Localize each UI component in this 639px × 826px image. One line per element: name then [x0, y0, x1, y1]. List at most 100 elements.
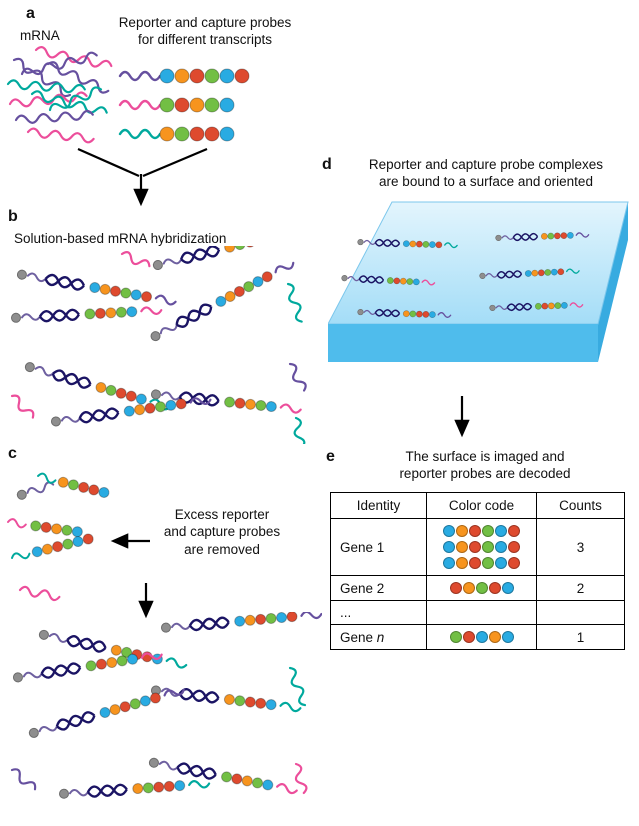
rna-squiggle	[159, 323, 178, 335]
code-dot	[501, 631, 514, 643]
reporter-bead	[141, 291, 153, 303]
capture-bead	[38, 629, 49, 640]
count-cell: 3	[536, 518, 625, 576]
reporter-bead	[142, 782, 154, 794]
dna-helix-strand	[40, 664, 82, 679]
reporter-bead	[415, 240, 423, 248]
identity-cell: Gene n	[330, 624, 427, 650]
reporter-bead	[224, 246, 236, 253]
reporter-bead	[399, 277, 407, 285]
mrna-squiggle	[18, 585, 61, 602]
count-cell: 2	[536, 575, 625, 601]
reporter-bead	[402, 310, 410, 318]
rna-squiggle	[37, 472, 57, 484]
code-dot	[449, 582, 462, 594]
capture-bead	[152, 260, 163, 271]
dna-helix-strand	[176, 764, 217, 780]
capture-bead	[150, 389, 161, 400]
reporter-bead	[234, 695, 246, 707]
code-dot	[482, 541, 494, 553]
panel-b-letter: b	[8, 208, 18, 225]
probe-complex	[10, 306, 163, 323]
reporter-bead	[547, 302, 555, 310]
reporter-bead	[435, 241, 443, 249]
dna-helix-strand	[496, 270, 523, 279]
code-dot	[475, 631, 488, 643]
dna-helix-strand	[512, 232, 539, 241]
reporter-bead	[129, 698, 141, 710]
reporter-bead	[159, 68, 175, 84]
probe-complex	[160, 612, 322, 633]
reporter-bead	[550, 268, 558, 276]
reporter-bead	[541, 302, 549, 310]
reporter-bead	[82, 533, 94, 545]
dna-helix-strand	[188, 617, 230, 632]
dna-helix-strand	[56, 714, 96, 731]
dna-helix-strand	[78, 409, 120, 424]
code-dot	[475, 582, 488, 594]
reporter-bead	[31, 546, 43, 558]
code-dot	[488, 582, 501, 594]
reporter-bead	[265, 401, 277, 413]
reporter-bead	[537, 269, 545, 277]
count-cell	[536, 600, 625, 625]
capture-bead	[357, 238, 364, 246]
mrna-squiggle	[12, 57, 72, 98]
capture-bead	[489, 304, 496, 312]
code-dot	[443, 557, 455, 569]
reporter-bead	[231, 773, 243, 785]
reporter-bead	[62, 538, 74, 550]
color-code-row	[433, 539, 530, 555]
reporter-bead	[286, 612, 298, 623]
rna-squiggle	[170, 622, 191, 630]
table-header-counts: Counts	[536, 492, 625, 519]
panel-e-letter: e	[326, 448, 335, 465]
code-dot	[495, 541, 507, 553]
mrna-squiggle	[20, 51, 98, 76]
rna-squiggle	[363, 309, 376, 315]
surface-complexes	[341, 231, 590, 319]
capture-bead	[16, 269, 27, 280]
count-cell: 1	[536, 624, 625, 650]
rna-squiggle	[188, 780, 211, 789]
reporter-bead	[189, 97, 205, 113]
reporter-bead	[409, 240, 417, 248]
reporter-bead	[78, 481, 90, 493]
reporter-bead	[412, 278, 420, 286]
capture-bead	[495, 234, 502, 242]
probe-complex	[479, 268, 580, 279]
rna-squiggle	[68, 789, 89, 797]
reporter-bead	[40, 521, 52, 533]
mrna-squiggle	[286, 282, 303, 323]
reporter-bead	[224, 290, 236, 302]
code-dot	[495, 557, 507, 569]
probe-complex	[150, 685, 302, 713]
rna-squiggle	[7, 518, 27, 529]
reporter-bead	[105, 384, 117, 396]
dna-helix-strand	[180, 246, 220, 261]
dna-helix-strand	[66, 635, 107, 650]
rna-squiggle	[569, 302, 584, 308]
reporter-bead	[115, 306, 127, 318]
reporter-bead	[234, 68, 250, 84]
surface-side-face	[598, 202, 628, 362]
dna-helix-strand	[496, 270, 523, 279]
hybridization-title: Solution-based mRNA hybridization	[14, 231, 227, 246]
capture-bead	[148, 757, 159, 768]
reporter-bead	[255, 697, 267, 709]
reporter-bead	[144, 402, 156, 414]
reporter-bead	[393, 277, 401, 285]
panel-c-letter: c	[8, 445, 17, 462]
reporter-bead	[534, 302, 542, 310]
table-header-identity: Identity	[330, 492, 427, 519]
dna-helix-strand	[374, 309, 401, 318]
dna-helix-strand	[86, 784, 128, 798]
dna-helix-strand	[176, 762, 217, 778]
dna-helix-strand	[512, 233, 539, 242]
rna-squiggle	[48, 633, 69, 643]
rna-squiggle	[485, 273, 498, 278]
reporter-bead	[126, 306, 138, 318]
code-dot	[488, 631, 501, 643]
reporter-bead	[94, 307, 106, 319]
